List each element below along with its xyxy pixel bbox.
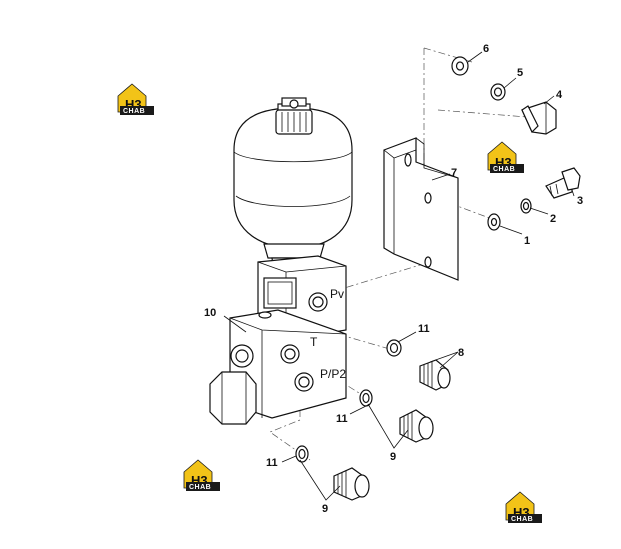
callout-3: 3	[577, 195, 583, 207]
svg-text:CHAB: CHAB	[511, 516, 533, 523]
seal-11-middle	[359, 389, 373, 407]
logo-mid-right: H3 CHAB	[487, 141, 524, 173]
svg-text:CHAB: CHAB	[123, 108, 145, 115]
callout-8: 8	[458, 347, 464, 359]
washer-1	[487, 213, 501, 231]
fitting-9-lower	[333, 467, 370, 501]
washer-5	[490, 83, 506, 101]
callout-5: 5	[517, 67, 523, 79]
bolt-4	[521, 101, 557, 135]
callouts: 6 5 4 7 3 2 1 10 11 8 11 9 11 9	[204, 43, 583, 515]
fitting-8	[419, 359, 451, 391]
seal-11-lower	[295, 445, 309, 463]
callout-4: 4	[556, 89, 563, 101]
logo-bottom-left: H3 CHAB	[183, 459, 220, 491]
mounting-bracket	[383, 137, 459, 281]
bolt-3	[545, 167, 581, 199]
callout-7: 7	[451, 167, 457, 179]
fitting-9-upper	[399, 409, 434, 443]
callout-9-lower: 9	[322, 503, 328, 515]
callout-11-lower: 11	[266, 457, 278, 469]
port-label-pv: Pv	[330, 287, 344, 301]
leader-lines	[223, 51, 575, 501]
callout-11-upper: 11	[418, 323, 430, 335]
valve-lower-block: T P/P2	[209, 309, 347, 425]
callout-2: 2	[550, 213, 556, 225]
washer-6	[451, 56, 469, 76]
callout-11-middle: 11	[336, 413, 348, 425]
washer-2	[520, 198, 532, 214]
svg-text:CHAB: CHAB	[493, 166, 515, 173]
callout-10: 10	[204, 307, 216, 319]
logo-top-left: H3 CHAB	[117, 83, 154, 115]
callout-1: 1	[524, 235, 530, 247]
callout-6: 6	[483, 43, 489, 55]
accumulator	[233, 97, 353, 273]
logo-bottom-right: H3 CHAB	[505, 491, 542, 523]
port-label-t: T	[310, 335, 318, 349]
seal-11-upper	[386, 339, 402, 357]
port-label-pp2: P/P2	[320, 367, 346, 381]
callout-9-upper: 9	[390, 451, 396, 463]
svg-text:CHAB: CHAB	[189, 484, 211, 491]
